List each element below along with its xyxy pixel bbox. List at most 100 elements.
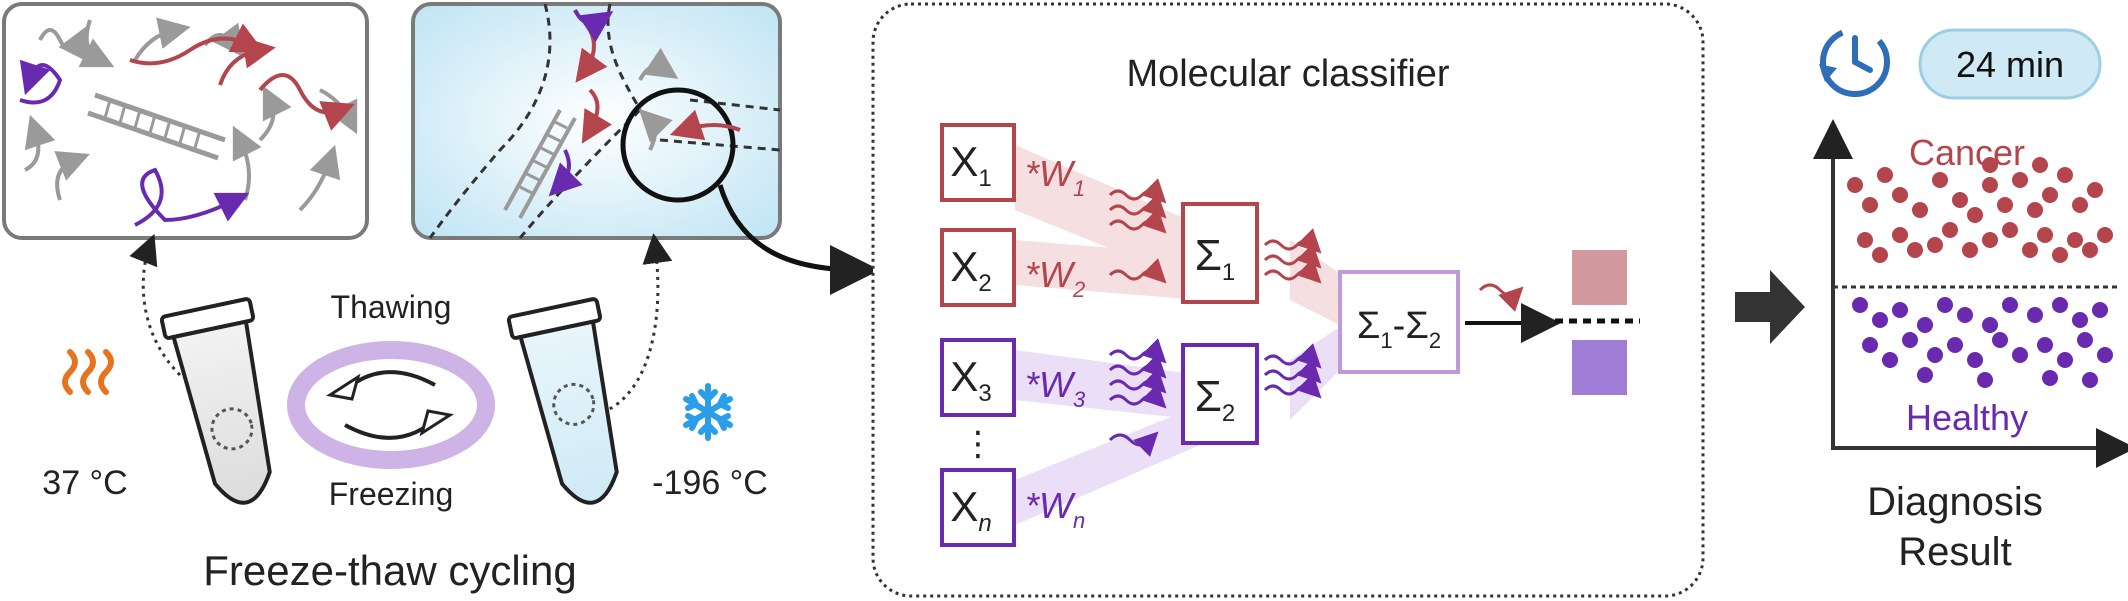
cancer-point (1982, 157, 1998, 173)
cancer-point (1982, 177, 1998, 193)
cancer-point (1877, 167, 1893, 183)
cancer-point (1862, 197, 1878, 213)
cancer-point (1857, 232, 1873, 248)
cancer-point (1912, 202, 1928, 218)
healthy-point (2092, 302, 2108, 318)
output-healthy-square (1572, 340, 1627, 395)
healthy-point (1892, 302, 1908, 318)
svg-text:Σ2: Σ2 (1195, 372, 1236, 427)
healthy-point (1992, 332, 2008, 348)
weight-w1: *W1 (1025, 153, 1085, 201)
sum-node-1: Σ1 (1181, 202, 1259, 304)
healthy-point (1882, 352, 1898, 368)
sum-node-2: Σ2 (1181, 343, 1259, 445)
cancer-point (2067, 232, 2083, 248)
thaw-inset (2, 2, 369, 240)
time-badge: 24 min (1918, 28, 2102, 100)
cancer-point (2057, 167, 2073, 183)
result-caption-line2: Result (1898, 530, 2011, 574)
healthy-point (1917, 367, 1933, 383)
healthy-point (2012, 347, 2028, 363)
svg-text:X1: X1 (950, 138, 991, 192)
cancer-point (1967, 207, 1983, 223)
healthy-point (1872, 312, 1888, 328)
healthy-point (1902, 332, 1918, 348)
healthy-point (2042, 370, 2058, 386)
cancer-point (2072, 197, 2088, 213)
healthy-point (1917, 317, 1933, 333)
cancer-point (1892, 227, 1908, 243)
tube-icon (506, 297, 619, 505)
heat-icon (62, 349, 114, 395)
svg-text:X2: X2 (950, 243, 991, 297)
cancer-point (2052, 247, 2068, 263)
cancer-point (2042, 187, 2058, 203)
output-cancer-square (1572, 250, 1627, 305)
healthy-point (1937, 297, 1953, 313)
healthy-point (1947, 337, 1963, 353)
healthy-point (1977, 372, 1993, 388)
svg-text:X3: X3 (950, 353, 991, 407)
tube-icon (159, 297, 272, 505)
red-strands (129, 23, 355, 131)
freezing-label: Freezing (329, 476, 454, 512)
time-label: 24 min (1956, 44, 2064, 85)
result-caption-line1: Diagnosis (1867, 480, 2043, 524)
svg-text:Σ1-Σ2: Σ1-Σ2 (1357, 305, 1441, 353)
temp-hot-label: 37 °C (42, 464, 127, 502)
inputs-ellipsis: ⋮ (961, 425, 995, 463)
cancer-point (1952, 192, 1968, 208)
healthy-point (1957, 307, 1973, 323)
healthy-point (1927, 347, 1943, 363)
cancer-point (1932, 172, 1948, 188)
freeze-inset (411, 2, 782, 240)
weight-w3: *W3 (1025, 364, 1086, 412)
healthy-point (2052, 297, 2068, 313)
cancer-point (1872, 247, 1888, 263)
temp-cold-label: -196 °C (652, 464, 768, 502)
cancer-point (2022, 242, 2038, 258)
cancer-point (2002, 222, 2018, 238)
scatter-plot: Cancer Healthy (1813, 119, 2128, 468)
dna-duplex-icon (87, 92, 226, 161)
cancer-point (2097, 227, 2113, 243)
healthy-point (2037, 337, 2053, 353)
cancer-point (2087, 182, 2103, 198)
healthy-point (2077, 332, 2093, 348)
snowflake-icon (683, 383, 733, 441)
cancer-point (1982, 232, 1998, 248)
input-x1: X1 (940, 123, 1016, 202)
healthy-label: Healthy (1906, 397, 2028, 438)
difference-node: Σ1-Σ2 (1338, 270, 1460, 374)
healthy-point (1967, 352, 1983, 368)
cancer-point (2037, 227, 2053, 243)
cancer-points (1847, 157, 2113, 263)
cycle-arrows-icon (287, 341, 495, 469)
cancer-point (1907, 242, 1923, 258)
weight-w2: *W2 (1025, 254, 1085, 302)
healthy-point (1862, 337, 1878, 353)
healthy-point (2057, 352, 2073, 368)
cancer-point (2012, 172, 2028, 188)
healthy-point (2082, 372, 2098, 388)
input-xn: Xn (940, 468, 1016, 547)
healthy-point (2072, 312, 2088, 328)
purple-strands (19, 59, 250, 227)
weight-wn: *Wn (1025, 485, 1085, 533)
cancer-point (2082, 242, 2098, 258)
healthy-point (2002, 297, 2018, 313)
thawing-label: Thawing (331, 289, 452, 325)
cancer-label: Cancer (1909, 132, 2025, 173)
classifier-panel: Molecular classifier X1 *W1 X2 *W2 X3 *W… (871, 2, 1705, 598)
classifier-title: Molecular classifier (1126, 53, 1449, 95)
cancer-point (1942, 222, 1958, 238)
healthy-points (1852, 297, 2113, 388)
healthy-point (1982, 317, 1998, 333)
cancer-point (1927, 237, 1943, 253)
cancer-point (1962, 242, 1978, 258)
svg-text:Xn: Xn (950, 483, 991, 537)
arrow-right-icon (1735, 270, 1805, 344)
cancer-point (2027, 202, 2043, 218)
cancer-point (1847, 177, 1863, 193)
